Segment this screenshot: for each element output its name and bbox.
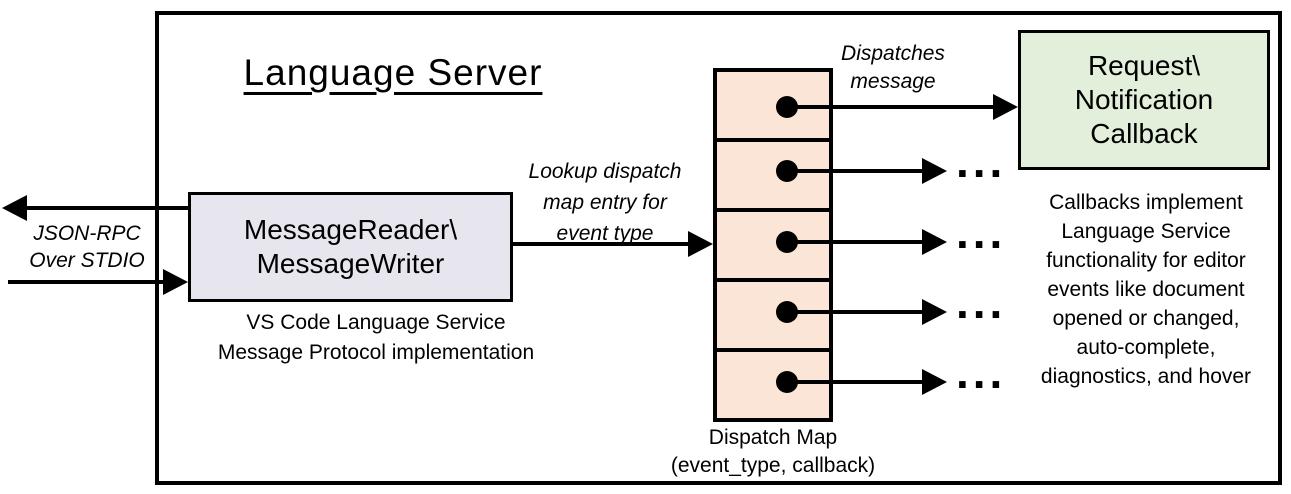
dispatch-map-cell-2: [713, 138, 833, 212]
callback-box-line1: Request\: [1087, 50, 1201, 81]
dispatch-map-cell-4: [713, 278, 833, 352]
dispatch-arrow-row1-line: [787, 105, 994, 109]
map-caption-line1: Dispatch Map: [708, 426, 838, 449]
lookup-label: Lookup dispatch map entry for event type: [500, 156, 710, 249]
request-notification-callback-box: Request\ Notification Callback: [1018, 30, 1270, 170]
callback-note-line6: auto-complete,: [1076, 336, 1216, 359]
json-rpc-in-arrow-line: [8, 280, 164, 284]
ellipsis: ...: [956, 346, 1007, 398]
dispatch-map-cell-3: [713, 208, 833, 282]
json-rpc-label-line1: JSON-RPC: [33, 222, 141, 245]
json-rpc-out-arrow-line: [24, 206, 188, 210]
dispatch-arrow-row2-line: [787, 169, 923, 173]
ellipsis: ...: [956, 206, 1007, 258]
dispatch-arrow-row5-line: [787, 380, 923, 384]
lookup-arrow-line: [513, 242, 689, 246]
left-arrowhead-icon: [2, 195, 27, 221]
json-rpc-label: JSON-RPC Over STDIO: [12, 220, 162, 274]
json-rpc-label-line2: Over STDIO: [29, 249, 145, 272]
right-arrowhead-icon: [688, 231, 713, 257]
right-arrowhead-icon: [922, 299, 947, 325]
callback-note-line2: Language Service: [1061, 220, 1231, 243]
callback-note-line5: opened or changed,: [1052, 307, 1240, 330]
dispatch-arrow-row4-line: [787, 310, 923, 314]
dispatches-message-label: Dispatches message: [818, 40, 968, 96]
dispatch-arrow-row3-line: [787, 240, 923, 244]
diagram-title: Language Server: [243, 52, 543, 93]
dispatch-map-cell-5: [713, 348, 833, 422]
reader-caption-line2: Message Protocol implementation: [217, 341, 535, 364]
right-arrowhead-icon: [993, 94, 1018, 120]
ellipsis: ...: [956, 276, 1007, 328]
callback-note-line3: functionality for editor: [1046, 249, 1246, 272]
right-arrowhead-icon: [922, 229, 947, 255]
reader-caption-line1: VS Code Language Service: [246, 311, 506, 334]
dispatch-map-caption: Dispatch Map (event_type, callback): [648, 424, 898, 480]
language-server-frame: [155, 11, 1282, 485]
lookup-label-line2: map entry for: [543, 191, 667, 214]
callback-note-line7: diagnostics, and hover: [1040, 365, 1252, 388]
map-caption-line2: (event_type, callback): [670, 454, 876, 477]
lookup-label-line1: Lookup dispatch: [528, 160, 682, 183]
reader-box-line2: MessageWriter: [256, 248, 445, 279]
dispatches-label-line1: Dispatches: [841, 42, 945, 65]
callback-box-line3: Callback: [1090, 118, 1198, 149]
right-arrowhead-icon: [163, 269, 188, 295]
right-arrowhead-icon: [922, 158, 947, 184]
callback-note-line4: events like document: [1047, 278, 1245, 301]
ellipsis: ...: [956, 135, 1007, 187]
right-arrowhead-icon: [922, 369, 947, 395]
reader-box-line1: MessageReader\: [243, 214, 458, 245]
message-reader-writer-box: MessageReader\ MessageWriter: [188, 192, 513, 302]
lookup-label-line3: event type: [556, 222, 654, 245]
dispatches-label-line2: message: [850, 70, 936, 93]
reader-box-caption: VS Code Language Service Message Protoco…: [191, 308, 561, 368]
callback-box-line2: Notification: [1074, 84, 1214, 115]
callback-note-line1: Callbacks implement: [1049, 191, 1243, 214]
callback-note: Callbacks implement Language Service fun…: [1005, 188, 1287, 391]
